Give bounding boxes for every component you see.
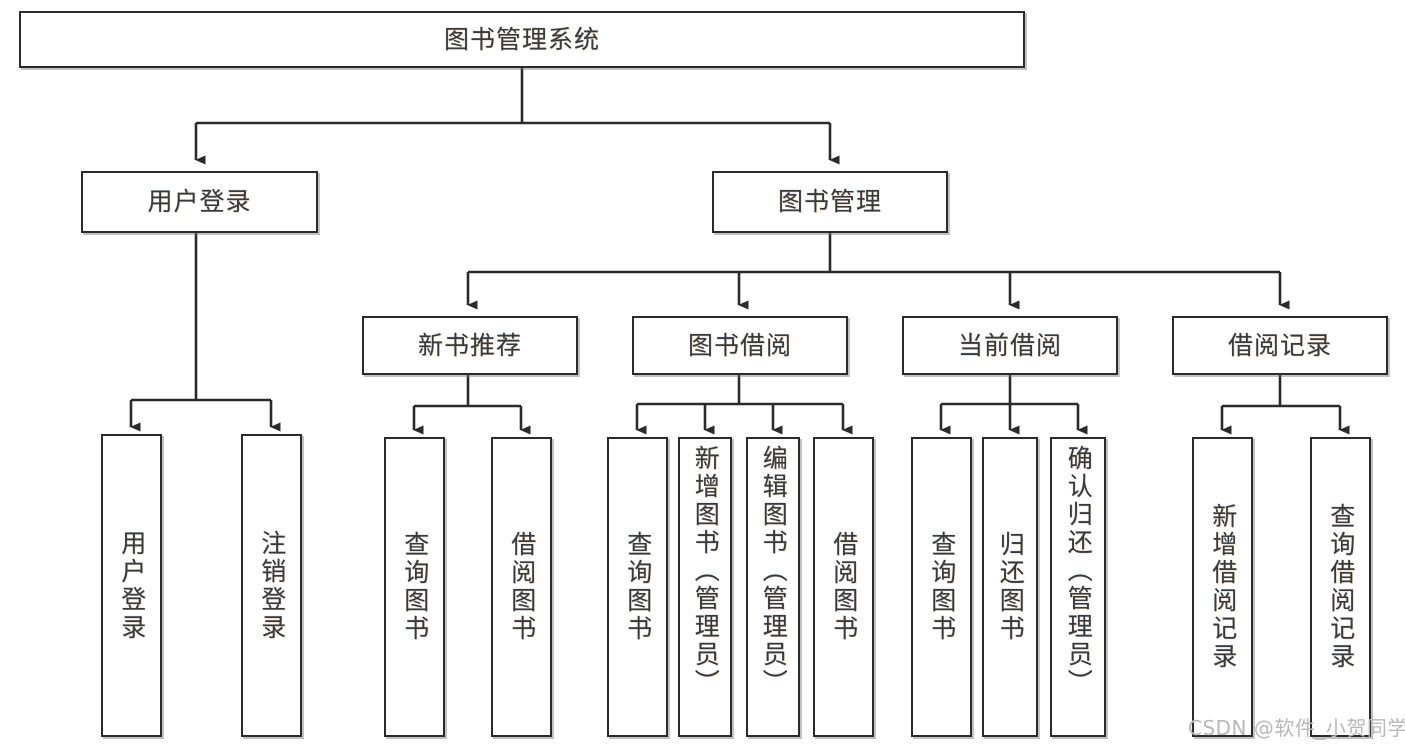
node-label: 用户登录 — [147, 187, 252, 217]
leaf-query-borrowing-record[interactable]: 查询借阅记录 — [1310, 437, 1371, 737]
node-label: 用户登录 — [117, 529, 147, 642]
leaf-borrow-book-borrowing[interactable]: 借阅图书 — [813, 437, 874, 737]
node-label: 新增图书（管理员） — [691, 445, 721, 697]
node-label: 借阅图书 — [507, 531, 537, 643]
node-user-login[interactable]: 用户登录 — [81, 171, 318, 233]
node-label: 新书推荐 — [417, 330, 522, 360]
leaf-edit-book-admin[interactable]: 编辑图书（管理员） — [746, 437, 800, 737]
leaf-query-book-recommendation[interactable]: 查询图书 — [384, 437, 445, 737]
node-label: 图书借阅 — [687, 330, 792, 360]
node-label: 借阅记录 — [1227, 330, 1332, 360]
leaf-add-borrowing-record[interactable]: 新增借阅记录 — [1192, 437, 1253, 737]
node-label: 确认归还（管理员） — [1064, 445, 1094, 697]
node-label: 图书管理 — [777, 187, 882, 217]
node-label: 查询图书 — [623, 531, 653, 643]
node-label: 查询图书 — [927, 531, 957, 643]
node-label: 归还图书 — [996, 531, 1026, 643]
leaf-borrow-book-recommendation[interactable]: 借阅图书 — [491, 437, 552, 737]
node-root-book-management-system[interactable]: 图书管理系统 — [19, 11, 1025, 68]
node-label: 查询图书 — [400, 531, 430, 643]
node-label: 新增借阅记录 — [1208, 503, 1238, 671]
node-label: 查询借阅记录 — [1326, 503, 1356, 671]
node-new-book-recommendation[interactable]: 新书推荐 — [362, 316, 578, 375]
leaf-return-book[interactable]: 归还图书 — [982, 437, 1038, 737]
node-label: 编辑图书（管理员） — [759, 445, 789, 697]
node-book-borrowing[interactable]: 图书借阅 — [632, 316, 848, 375]
node-label: 借阅图书 — [829, 531, 859, 643]
leaf-add-book-admin[interactable]: 新增图书（管理员） — [678, 437, 732, 737]
node-label: 注销登录 — [257, 529, 287, 642]
node-label: 当前借阅 — [957, 330, 1062, 360]
leaf-confirm-return-admin[interactable]: 确认归还（管理员） — [1050, 437, 1106, 737]
node-borrowing-record[interactable]: 借阅记录 — [1172, 316, 1388, 375]
node-label: 图书管理系统 — [443, 24, 600, 54]
leaf-query-book-current[interactable]: 查询图书 — [911, 437, 972, 737]
node-book-management[interactable]: 图书管理 — [712, 171, 948, 233]
leaf-logout-login[interactable]: 注销登录 — [241, 434, 302, 737]
leaf-query-book-borrowing[interactable]: 查询图书 — [607, 437, 668, 737]
leaf-user-login[interactable]: 用户登录 — [101, 434, 162, 737]
node-current-borrowing[interactable]: 当前借阅 — [902, 316, 1118, 375]
